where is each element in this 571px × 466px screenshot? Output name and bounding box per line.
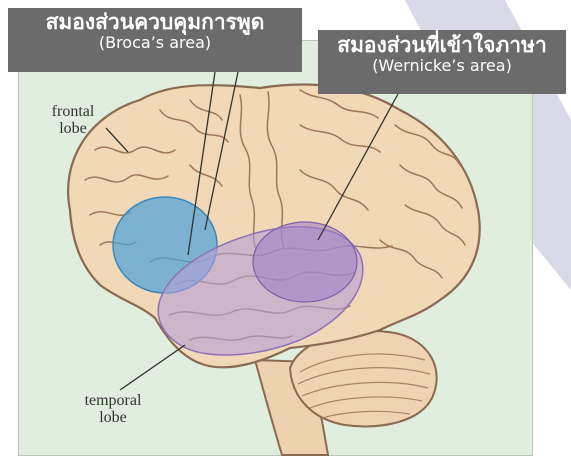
temporal-lobe-label-line1: temporal: [68, 393, 158, 410]
frontal-lobe-label: frontal lobe: [38, 104, 108, 138]
wernicke-english-label: (Wernicke’s area): [318, 57, 566, 75]
wernicke-core-highlight: [253, 222, 357, 302]
temporal-lobe-label-line2: lobe: [68, 410, 158, 427]
wernicke-thai-label: สมองส่วนที่เข้าใจภาษา: [318, 33, 566, 57]
broca-callout: สมองส่วนควบคุมการพูด (Broca’s area): [8, 8, 302, 72]
frontal-lobe-label-line1: frontal: [38, 104, 108, 121]
wernicke-callout: สมองส่วนที่เข้าใจภาษา (Wernicke’s area): [318, 30, 566, 94]
frontal-lobe-label-line2: lobe: [38, 121, 108, 138]
broca-thai-label: สมองส่วนควบคุมการพูด: [8, 10, 302, 34]
temporal-lobe-label: temporal lobe: [68, 393, 158, 427]
broca-english-label: (Broca’s area): [8, 34, 302, 52]
